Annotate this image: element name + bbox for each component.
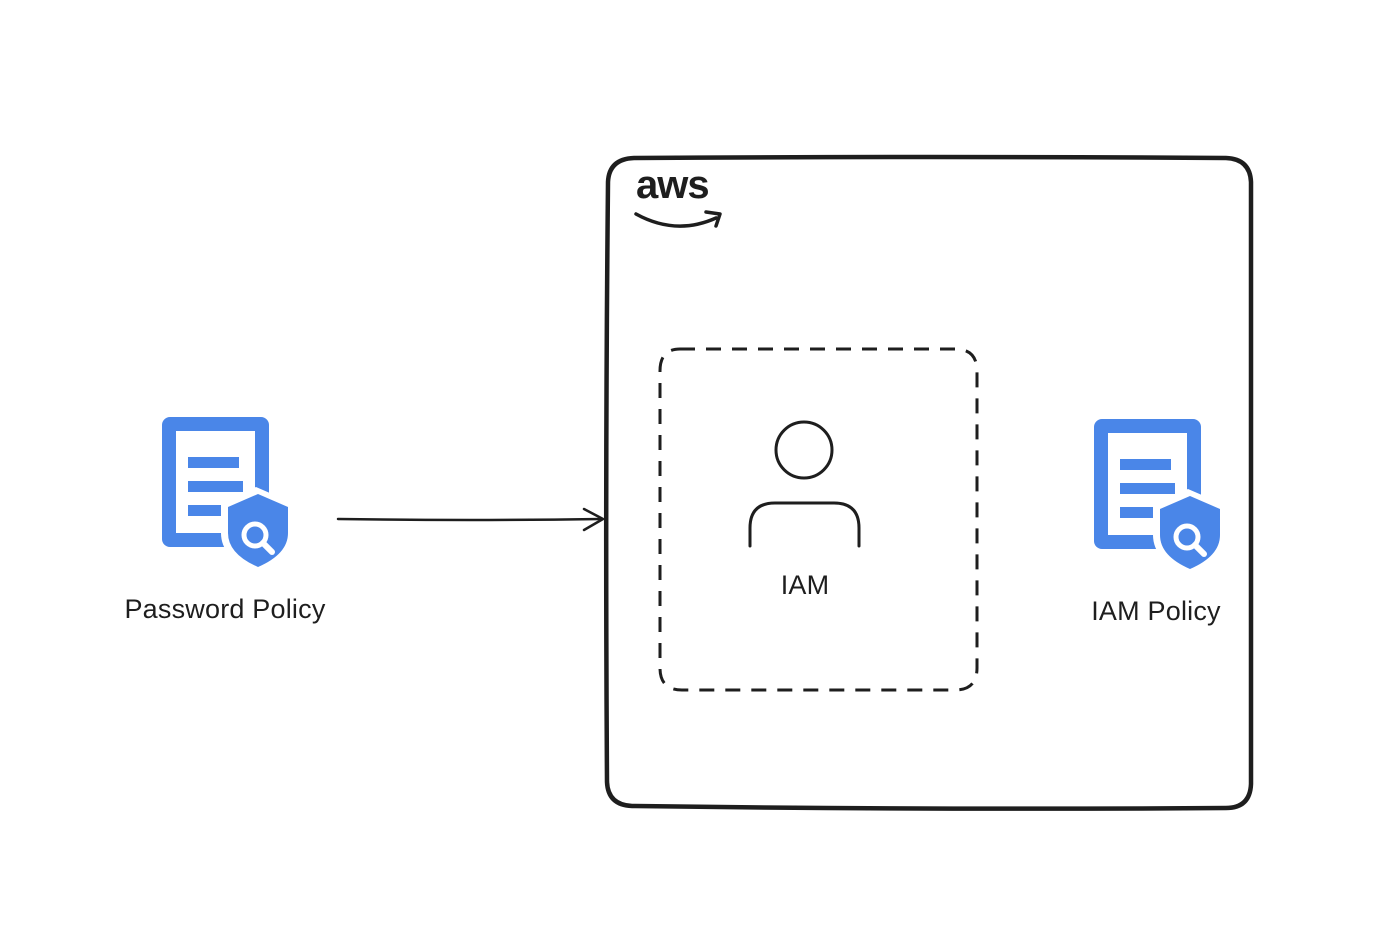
policy-document-shield-icon <box>1094 419 1225 577</box>
aws-logo-icon <box>634 210 722 228</box>
user-icon <box>748 420 861 548</box>
edge-arrow-password-policy-to-aws[interactable] <box>336 507 605 532</box>
iam-policy-label: IAM Policy <box>1091 596 1221 626</box>
iam-group-border[interactable] <box>658 347 979 692</box>
iam-label: IAM <box>780 570 830 600</box>
aws-group-border[interactable] <box>603 154 1254 811</box>
policy-document-shield-icon <box>162 417 293 575</box>
password-policy-label: Password Policy <box>124 594 326 624</box>
aws-logo-text: aws <box>636 163 710 207</box>
